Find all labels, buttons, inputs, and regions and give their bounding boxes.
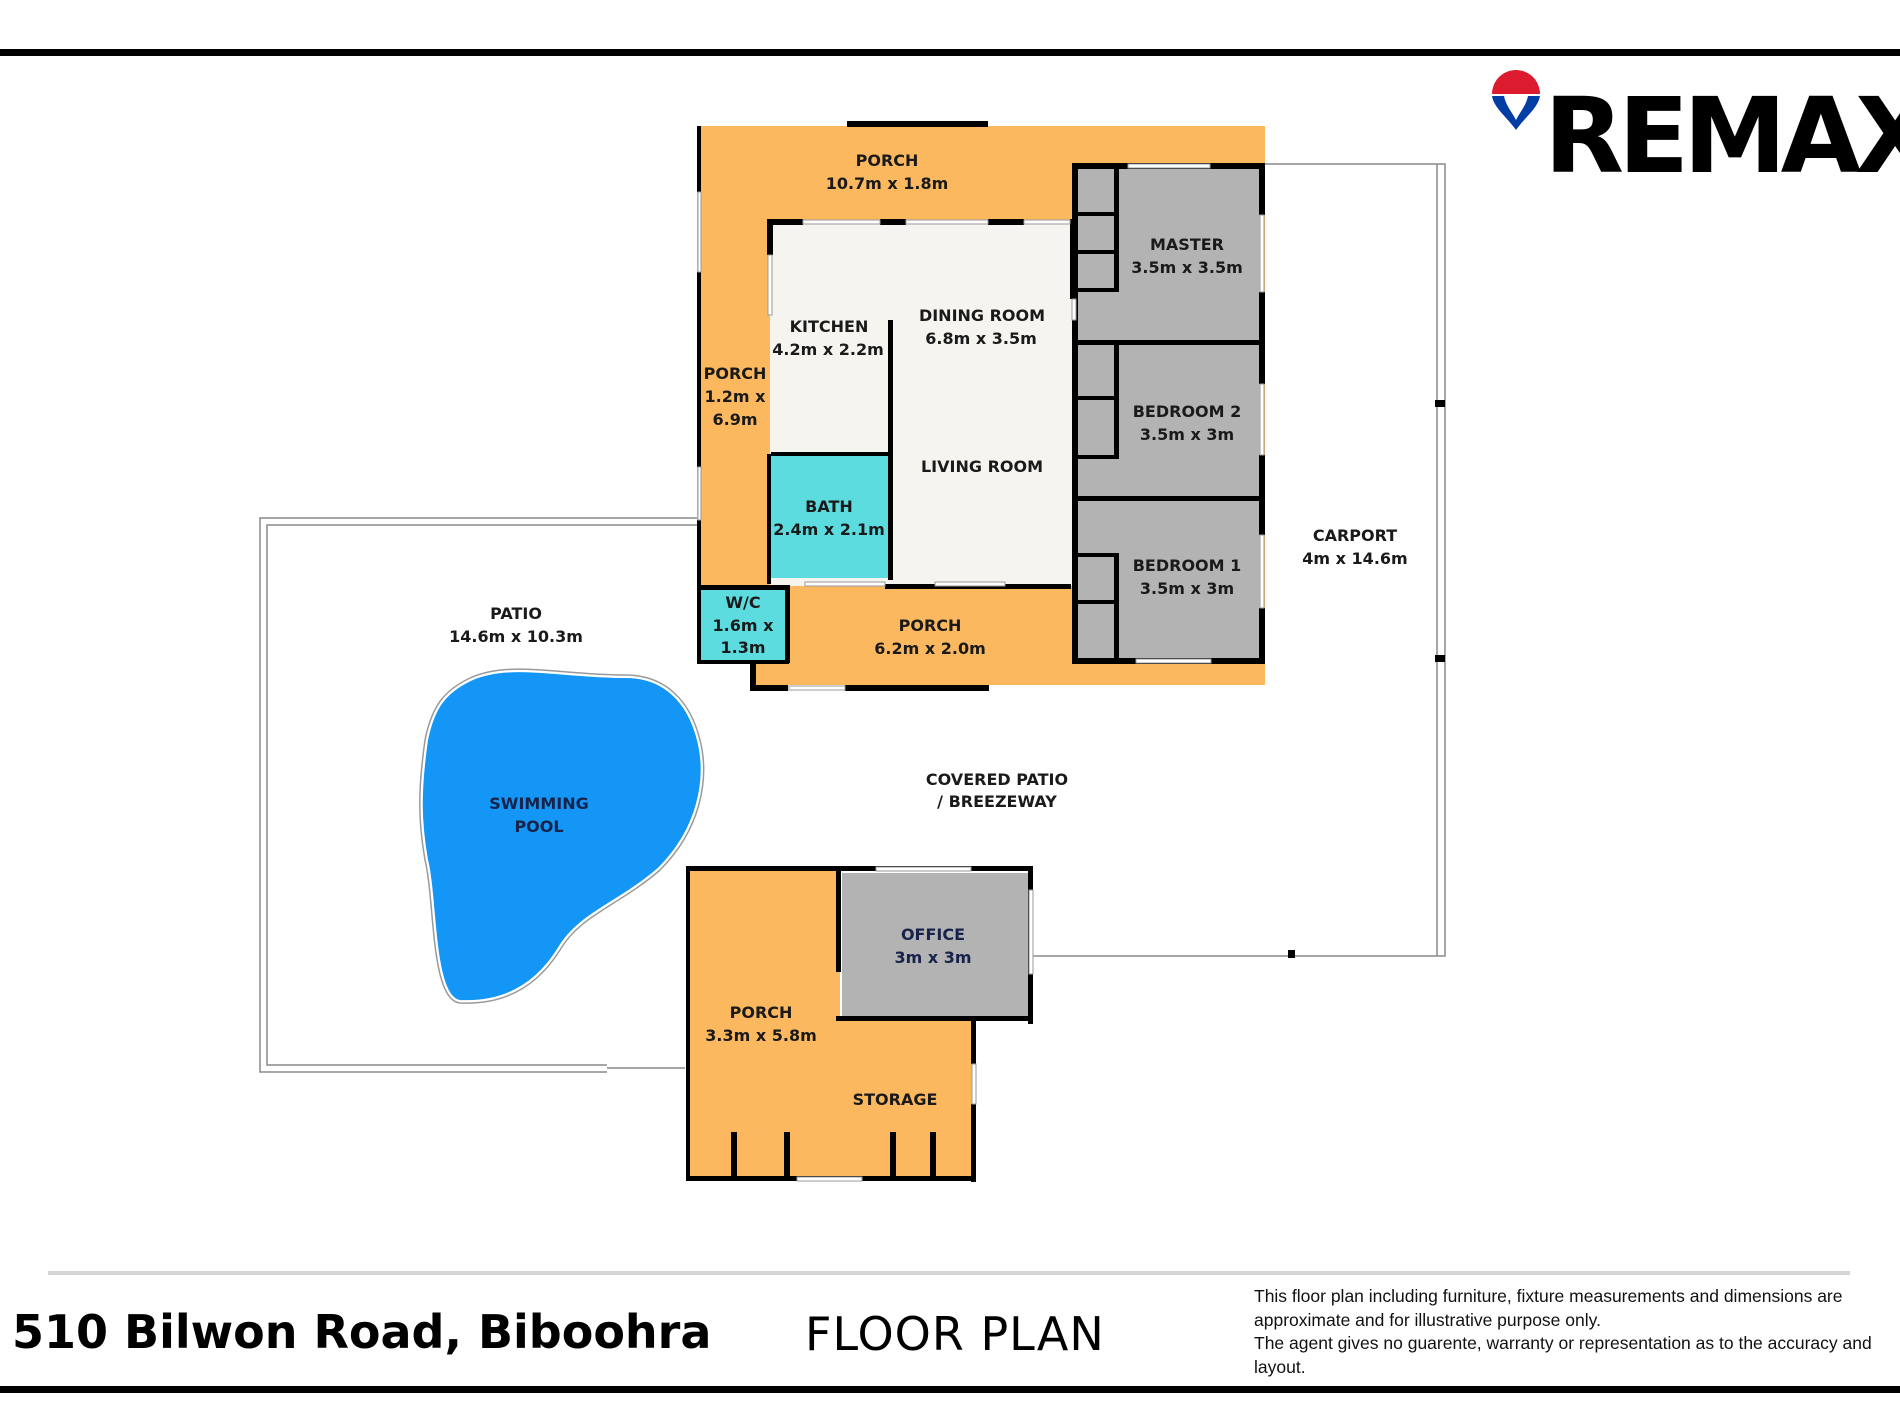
office-size: 3m x 3m	[894, 948, 971, 967]
porch-area-shed	[686, 870, 975, 1180]
dining-name: DINING ROOM	[919, 306, 1045, 325]
wc-size-1: 1.6m x	[713, 616, 775, 635]
disclaimer-line: This floor plan including furniture, fix…	[1254, 1286, 1843, 1306]
porch-bottom-size: 6.2m x 2.0m	[874, 639, 986, 658]
label-dining: DINING ROOM 6.8m x 3.5m	[919, 306, 1045, 348]
bedroom-block-floor	[1077, 166, 1259, 661]
label-porch-bottom: PORCH 6.2m x 2.0m	[874, 616, 986, 658]
label-bedroom-1: BEDROOM 1 3.5m x 3m	[1133, 556, 1242, 598]
carport-outline	[1032, 163, 1446, 957]
porch-bottom-name: PORCH	[899, 616, 962, 635]
disclaimer-text: This floor plan including furniture, fix…	[1254, 1285, 1894, 1379]
carport-name: CARPORT	[1313, 526, 1397, 545]
label-porch-left: PORCH 1.2m x 6.9m	[704, 364, 767, 429]
porch-shed-name: PORCH	[730, 1003, 793, 1022]
bath-floor	[771, 454, 888, 578]
carport-post	[1288, 950, 1295, 958]
master-size: 3.5m x 3.5m	[1131, 258, 1243, 277]
label-porch-shed: PORCH 3.3m x 5.8m	[705, 1003, 817, 1045]
dining-size: 6.8m x 3.5m	[925, 329, 1037, 348]
label-storage: STORAGE	[853, 1090, 938, 1109]
bedroom-2-size: 3.5m x 3m	[1140, 425, 1234, 444]
patio-size: 14.6m x 10.3m	[449, 627, 583, 646]
label-bath: BATH 2.4m x 2.1m	[773, 497, 885, 539]
bedroom-1-size: 3.5m x 3m	[1140, 579, 1234, 598]
label-patio: PATIO 14.6m x 10.3m	[449, 604, 583, 646]
property-address: 510 Bilwon Road, Biboohra	[12, 1305, 712, 1359]
master-name: MASTER	[1150, 235, 1224, 254]
bath-size: 2.4m x 2.1m	[773, 520, 885, 539]
floor-plan-title: FLOOR PLAN	[805, 1307, 1105, 1361]
footer-divider	[48, 1271, 1850, 1275]
label-wc: W/C 1.6m x 1.3m	[713, 593, 775, 657]
label-bedroom-2: BEDROOM 2 3.5m x 3m	[1133, 402, 1242, 444]
office-name: OFFICE	[901, 925, 965, 944]
bottom-border-bar	[0, 1386, 1900, 1393]
label-covered-patio: COVERED PATIO / BREEZEWAY	[926, 770, 1068, 811]
main-house-windows	[697, 163, 1265, 691]
porch-top-name: PORCH	[856, 151, 919, 170]
label-kitchen: KITCHEN 4.2m x 2.2m	[772, 317, 884, 359]
pool-name-2: POOL	[514, 817, 563, 836]
logo-wordmark: REMAX	[1544, 75, 1900, 197]
carport-post	[1435, 655, 1445, 662]
porch-left-size-2: 6.9m	[712, 410, 757, 429]
disclaimer-line: The agent gives no guarente, warranty or…	[1254, 1333, 1872, 1353]
kitchen-size: 4.2m x 2.2m	[772, 340, 884, 359]
carport-post	[1435, 400, 1445, 407]
bedroom-2-name: BEDROOM 2	[1133, 402, 1242, 421]
swimming-pool	[416, 666, 707, 1007]
living-name: LIVING ROOM	[921, 457, 1043, 476]
label-carport: CARPORT 4m x 14.6m	[1302, 526, 1407, 568]
pool-name-1: SWIMMING	[489, 794, 588, 813]
wc-name: W/C	[725, 593, 760, 612]
shed-windows	[796, 866, 1034, 1182]
covered-patio-name-2: / BREEZEWAY	[937, 792, 1057, 811]
office-floor	[842, 873, 1028, 1018]
label-master: MASTER 3.5m x 3.5m	[1131, 235, 1243, 277]
carport-size: 4m x 14.6m	[1302, 549, 1407, 568]
swimming-pool-edge	[419, 668, 705, 1004]
patio-outline	[259, 517, 700, 1073]
porch-left-size-1: 1.2m x	[705, 387, 767, 406]
disclaimer-line: approximate and for illustrative purpose…	[1254, 1309, 1601, 1330]
label-pool: SWIMMING POOL	[489, 794, 588, 836]
label-porch-top: PORCH 10.7m x 1.8m	[826, 151, 949, 193]
porch-top-size: 10.7m x 1.8m	[826, 174, 949, 193]
porch-left-name: PORCH	[704, 364, 767, 383]
disclaimer-line: layout.	[1254, 1356, 1306, 1377]
label-office: OFFICE 3m x 3m	[894, 925, 971, 967]
remax-logo: REMAX	[1490, 68, 1900, 198]
top-border-bar	[0, 49, 1900, 56]
label-living: LIVING ROOM	[921, 457, 1043, 476]
bath-name: BATH	[805, 497, 853, 516]
storage-name: STORAGE	[853, 1090, 938, 1109]
bedroom-1-name: BEDROOM 1	[1133, 556, 1242, 575]
porch-shed-size: 3.3m x 5.8m	[705, 1026, 817, 1045]
patio-name: PATIO	[490, 604, 542, 623]
wc-size-2: 1.3m	[720, 638, 765, 657]
kitchen-name: KITCHEN	[790, 317, 869, 336]
wc-floor	[700, 588, 786, 660]
covered-patio-name-1: COVERED PATIO	[926, 770, 1068, 789]
balloon-icon	[1492, 70, 1540, 130]
